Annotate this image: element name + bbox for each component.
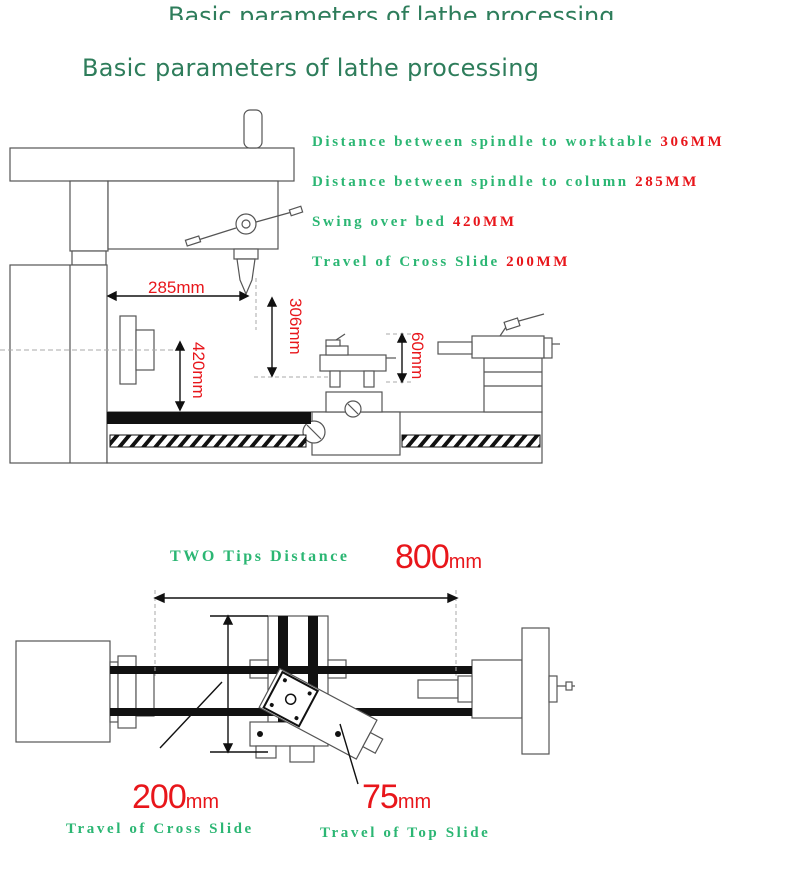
carriage <box>311 411 401 456</box>
spec-label: Distance between spindle to column <box>312 174 629 190</box>
dim-tool-height-label: 60mm <box>408 332 427 379</box>
top-slide-travel-caption: Travel of Top Slide <box>320 825 491 841</box>
spec-label: Swing over bed <box>312 214 447 230</box>
motor-block <box>15 640 111 743</box>
dim-swing-label: 420mm <box>189 342 208 399</box>
headstock-body <box>9 264 108 464</box>
top-slide-travel-number: 75 <box>362 778 399 816</box>
spec-value: 420MM <box>452 214 517 230</box>
dim-spindle-column-label: 285mm <box>148 278 205 297</box>
top-slide-travel-unit: mm <box>397 791 432 813</box>
spec-value: 285MM <box>635 174 699 190</box>
head-top-plate <box>9 147 295 182</box>
cross-travel-number: 200 <box>132 778 187 816</box>
drill-bit <box>236 258 256 296</box>
spec-value: 306MM <box>660 134 725 150</box>
two-tips-label: TWO Tips Distance <box>170 548 350 565</box>
cross-travel-unit: mm <box>185 791 220 813</box>
feed-wheel-hub <box>241 219 251 229</box>
spec-swing: Swing over bed 420MM <box>312 214 517 231</box>
dim-spindle-worktable-label: 306mm <box>286 298 305 355</box>
top-slide <box>258 667 384 760</box>
spec-value: 200MM <box>506 254 570 270</box>
cross-travel-caption: Travel of Cross Slide <box>66 821 254 837</box>
spec-cross-slide: Travel of Cross Slide 200MM <box>312 254 570 271</box>
tailstock-top <box>471 659 523 719</box>
spec-spindle-column: Distance between spindle to column 285MM <box>312 174 699 191</box>
spec-label: Travel of Cross Slide <box>312 254 500 270</box>
bed-way <box>107 412 311 424</box>
lead-screw-left <box>109 434 307 448</box>
spec-label: Distance between spindle to worktable <box>312 134 655 150</box>
bed-rail-top <box>110 666 472 674</box>
lead-screw-right <box>401 434 541 448</box>
head-rod <box>243 109 263 149</box>
page-title: Basic parameters of lathe processing <box>82 54 540 82</box>
two-tips-unit: mm <box>448 551 483 573</box>
ghost-page-title: Basic parameters of lathe processing <box>168 2 615 20</box>
top-slide-travel-value: 75mm <box>362 778 431 817</box>
tool-post <box>319 354 387 372</box>
two-tips-value: 800mm <box>395 538 482 577</box>
spec-spindle-worktable: Distance between spindle to worktable 30… <box>312 134 724 151</box>
cross-travel-value: 200mm <box>132 778 219 817</box>
tailstock-body <box>483 357 543 413</box>
two-tips-number: 800 <box>395 538 450 576</box>
